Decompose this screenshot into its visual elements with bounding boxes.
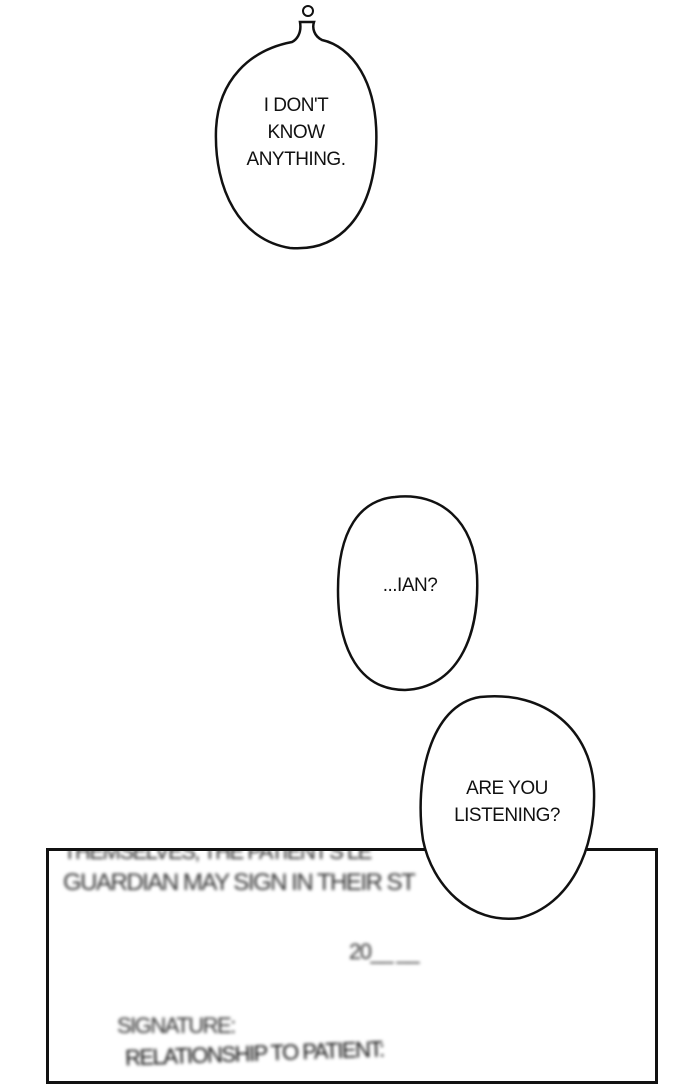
speech-bubble-1 bbox=[214, 20, 378, 250]
bubble-line: KNOW bbox=[267, 122, 325, 143]
bubble-1-text: I DON'T KNOW ANYTHING. bbox=[216, 92, 376, 173]
document-line-guardian: GUARDIAN MAY SIGN IN THEIR ST bbox=[63, 869, 416, 896]
document-line-top: THEMSELVES, THE PATIENT'S LE bbox=[63, 848, 372, 864]
bubble-line: ANYTHING. bbox=[246, 149, 346, 170]
bubble-line: I DON'T bbox=[263, 95, 329, 116]
document-date: 20__ __ bbox=[349, 939, 420, 964]
bubble-tail-circle bbox=[302, 5, 314, 17]
bubble-3-text: ARE YOU LISTENING? bbox=[420, 775, 594, 829]
bubble-2-text: ...IAN? bbox=[340, 572, 480, 599]
speech-bubble-2 bbox=[336, 495, 479, 692]
bubble-line: LISTENING? bbox=[454, 805, 560, 826]
bubble-line: ARE YOU bbox=[466, 778, 548, 799]
speech-bubble-3 bbox=[419, 694, 596, 921]
document-signature: SIGNATURE: bbox=[117, 1013, 236, 1038]
bubble-line: ...IAN? bbox=[382, 575, 438, 596]
